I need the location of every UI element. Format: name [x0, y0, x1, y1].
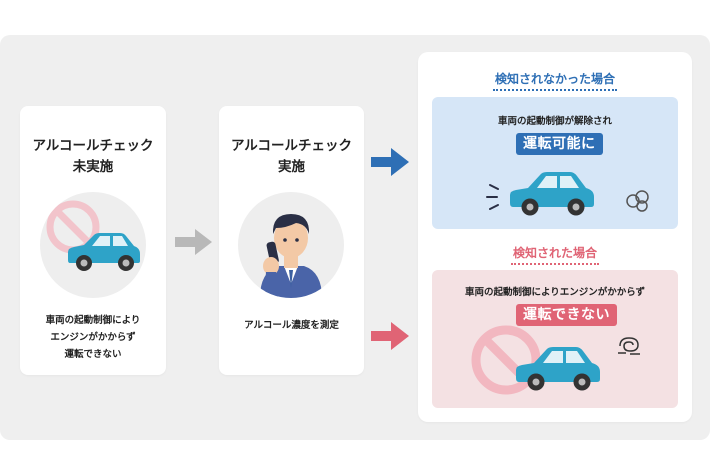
result-ok-text: 車両の起動制御が解除され [497, 116, 612, 127]
card-no-check-caption-line2: エンジンがかからず [50, 332, 136, 343]
arrow-right-red [371, 322, 409, 350]
car-icon [68, 233, 140, 271]
card-check-title-line2: 実施 [278, 159, 305, 175]
result-ng-badge: 運転できない [516, 304, 617, 326]
card-no-check-title-line1: アルコールチェック [32, 138, 154, 154]
result-panel: 検知されなかった場合 車両の起動制御が解除され 運転可能に 検知された場合 車両… [418, 52, 692, 422]
exhaust-icon [626, 190, 649, 212]
card-no-check-illustration [40, 192, 146, 298]
person-with-breathalyzer-icon [260, 214, 322, 298]
car-icon [516, 347, 600, 391]
card-no-check: アルコールチェック 未実施 車両の起動制御により エンジンがかからず 運転できな… [20, 106, 166, 375]
card-check-caption: アルコール濃度を測定 [244, 320, 339, 331]
card-no-check-title-line2: 未実施 [72, 159, 114, 175]
card-check-illustration [238, 192, 344, 298]
result-ng-box: 車両の起動制御によりエンジンがかからず 運転できない [432, 270, 678, 408]
card-no-check-caption-line3: 運転できない [64, 349, 122, 360]
smoke-icon [618, 337, 640, 355]
card-check: アルコールチェック 実施 アルコール濃度を測定 [219, 106, 364, 375]
result-ok-badge: 運転可能に [516, 133, 603, 155]
result-ng-text: 車両の起動制御によりエンジンがかからず [464, 287, 646, 298]
result-ok-heading: 検知されなかった場合 [418, 71, 692, 91]
card-check-title-line1: アルコールチェック [230, 138, 353, 154]
result-ok-box: 車両の起動制御が解除され 運転可能に [432, 97, 678, 229]
card-no-check-caption-line1: 車両の起動制御により [45, 315, 141, 326]
arrow-right-blue [371, 148, 409, 176]
car-icon [486, 172, 594, 216]
arrow-right-gray [175, 229, 212, 255]
result-ng-heading: 検知された場合 [418, 245, 692, 265]
